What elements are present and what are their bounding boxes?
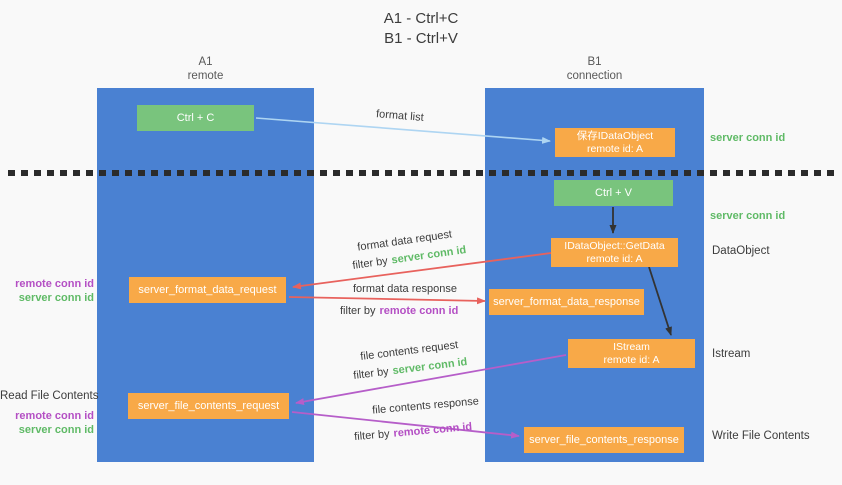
annotation-istream: Istream	[712, 348, 751, 360]
node-ctrl-v: Ctrl + V	[554, 180, 673, 206]
filter-by-text: filter by	[340, 305, 376, 317]
arrow-format-data-request	[292, 252, 552, 290]
annotation-server-conn-id-2: server conn id	[18, 424, 94, 436]
lifeline-header-b1: B1 connection	[485, 55, 704, 83]
node-label: server_format_data_response	[493, 295, 640, 308]
lifeline-subtitle: remote	[187, 70, 224, 82]
annotation-read-file-contents: Read File Contents	[0, 390, 99, 402]
node-server-file-contents-response: server_file_contents_response	[524, 427, 684, 453]
annotation-write-file-contents: Write File Contents	[712, 430, 810, 442]
node-idataobject-getdata: IDataObject::GetData remote id: A	[551, 238, 678, 267]
label-format-data-response: format data response	[353, 283, 457, 295]
node-sublabel: remote id: A	[586, 142, 644, 155]
arrow-format-list	[255, 117, 551, 144]
title-line-1: A1 - Ctrl+C	[383, 10, 459, 27]
annotation-server-conn-id-mid: server conn id	[710, 210, 786, 222]
node-istream: IStream remote id: A	[568, 339, 695, 368]
annotation-remote-conn-id-1: remote conn id	[15, 278, 94, 290]
lifeline-id: A1	[198, 56, 213, 68]
dotted-divider	[8, 170, 834, 176]
lifeline-id: B1	[587, 56, 602, 68]
node-server-file-contents-request: server_file_contents_request	[128, 393, 289, 419]
node-label: server_file_contents_request	[137, 399, 280, 412]
diagram-title: A1 - Ctrl+C B1 - Ctrl+V	[0, 9, 842, 49]
node-ctrl-c: Ctrl + C	[137, 105, 254, 131]
node-sublabel: remote id: A	[586, 252, 643, 265]
arrow-file-contents-request	[295, 354, 567, 406]
node-save-dataobject: 保存IDataObject remote id: A	[555, 128, 675, 157]
node-sublabel: remote id: A	[603, 353, 660, 366]
arrow-format-data-response	[288, 296, 486, 305]
lifeline-header-a1: A1 remote	[97, 55, 314, 83]
node-label: server_format_data_request	[138, 283, 277, 296]
annotation-server-conn-id-top: server conn id	[710, 132, 786, 144]
node-label: 保存IDataObject	[576, 129, 654, 142]
node-label: IDataObject::GetData	[564, 239, 665, 252]
node-label: IStream	[613, 340, 650, 353]
node-server-format-data-response: server_format_data_response	[489, 289, 644, 315]
annotation-dataobject: DataObject	[712, 245, 770, 257]
arrow-file-contents-response	[291, 411, 520, 439]
node-label: Ctrl + V	[595, 186, 632, 199]
arrow-getdata-to-istream	[648, 266, 672, 336]
node-label: server_file_contents_response	[529, 433, 679, 446]
title-line-2: B1 - Ctrl+V	[384, 30, 458, 47]
filter-value: remote conn id	[379, 305, 459, 317]
node-label: Ctrl + C	[176, 111, 215, 124]
lifeline-subtitle: connection	[566, 70, 623, 82]
annotation-server-conn-id-1: server conn id	[18, 292, 94, 304]
annotation-remote-conn-id-2: remote conn id	[15, 410, 94, 422]
node-server-format-data-request: server_format_data_request	[129, 277, 286, 303]
